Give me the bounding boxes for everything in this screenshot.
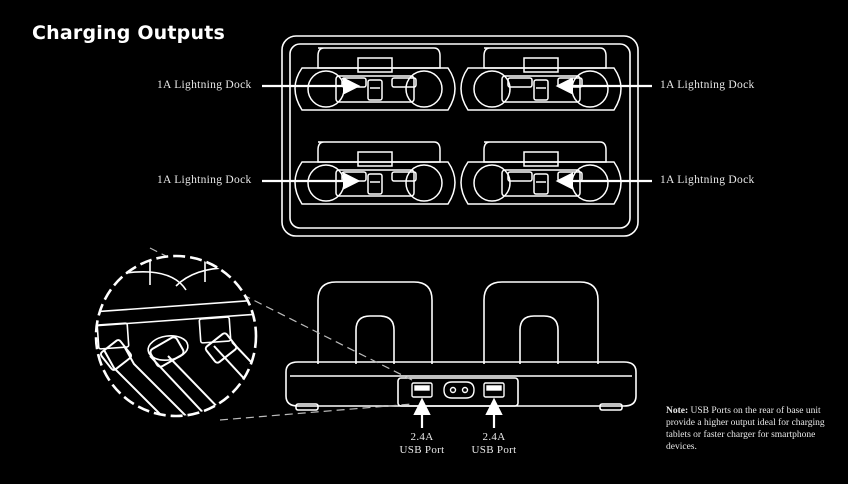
usb-port-rating: 2.4A xyxy=(482,431,506,443)
usb-port-name: USB Port xyxy=(471,444,517,456)
dock-top-left xyxy=(294,47,456,111)
usb-port-rating: 2.4A xyxy=(410,431,434,443)
dock-top-right xyxy=(460,47,622,111)
page-title: Charging Outputs xyxy=(32,22,225,44)
dock-label-top-left: 1A Lightning Dock xyxy=(157,79,252,91)
usb-port-label-left: 2.4A USB Port xyxy=(387,431,457,457)
usb-note: Note: USB Ports on the rear of base unit… xyxy=(666,405,842,453)
usb-port-left-icon xyxy=(411,382,433,398)
rear-view-unit xyxy=(285,281,637,411)
usb-port-name: USB Port xyxy=(399,444,445,456)
dock-bottom-left xyxy=(294,141,456,205)
note-label: Note: xyxy=(666,406,689,416)
usb-port-right-icon xyxy=(483,382,505,398)
top-view-unit xyxy=(281,35,639,237)
power-socket-icon xyxy=(443,381,475,399)
dock-bottom-right xyxy=(460,141,622,205)
dock-label-bottom-left: 1A Lightning Dock xyxy=(157,174,252,186)
usb-port-label-right: 2.4A USB Port xyxy=(459,431,529,457)
dock-label-bottom-right: 1A Lightning Dock xyxy=(660,174,755,186)
note-text: USB Ports on the rear of base unit provi… xyxy=(666,406,825,452)
dock-label-top-right: 1A Lightning Dock xyxy=(660,79,755,91)
magnifier-callout xyxy=(94,247,413,421)
